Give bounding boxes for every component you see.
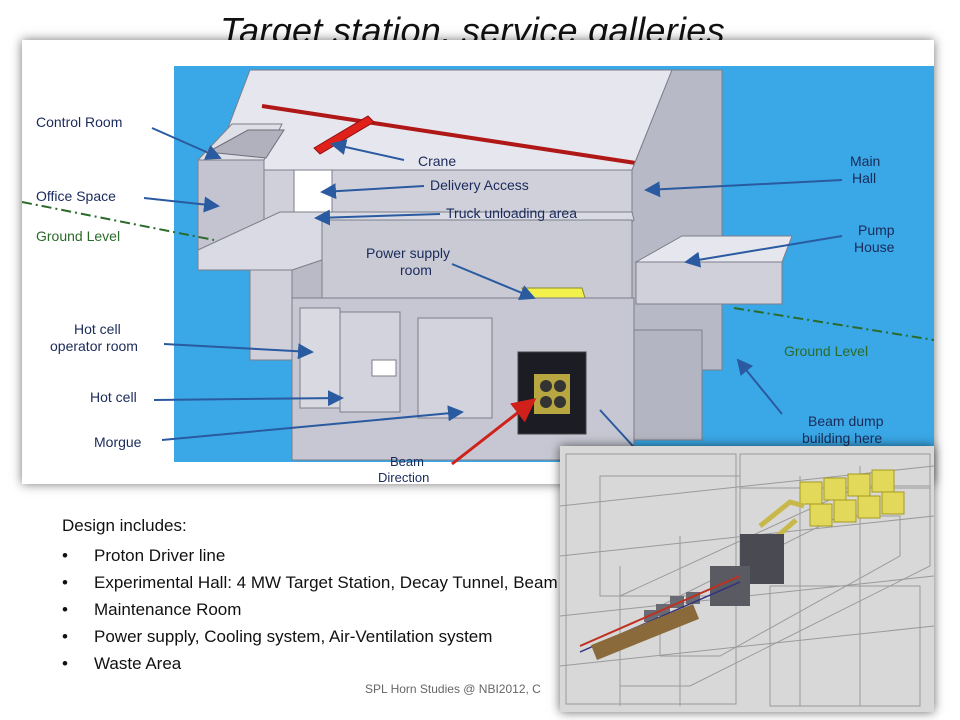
- label-ground-level-right: Ground Level: [784, 343, 868, 359]
- wireframe-model-drawing: [559, 446, 935, 712]
- wireframe-3d-inset: [559, 446, 935, 712]
- ground-level-line-right: [733, 307, 935, 341]
- beam-direction-arrow: [451, 398, 537, 466]
- design-item: Proton Driver line: [62, 542, 608, 569]
- label-truck-unloading: Truck unloading area: [446, 205, 577, 221]
- label-main-hall-1: Main: [850, 153, 880, 169]
- design-item: Experimental Hall: 4 MW Target Station, …: [62, 569, 608, 596]
- slide-footer: SPL Horn Studies @ NBI2012, C: [365, 682, 541, 696]
- label-beam-2: Direction: [378, 470, 429, 484]
- label-power-supply-2: room: [400, 262, 432, 278]
- label-main-hall-2: Hall: [852, 170, 876, 186]
- hot-cell-operator-room: [299, 307, 341, 409]
- label-beam-1: Beam: [390, 454, 424, 469]
- label-delivery-access: Delivery Access: [430, 177, 529, 193]
- pump-house: [635, 261, 783, 305]
- design-header: Design includes:: [62, 516, 187, 535]
- label-crane: Crane: [418, 153, 456, 169]
- crane-icon: [313, 115, 375, 155]
- design-item: Power supply, Cooling system, Air-Ventil…: [62, 623, 608, 650]
- label-power-supply-1: Power supply: [366, 245, 450, 261]
- label-hot-cell: Hot cell: [90, 389, 137, 405]
- label-ground-level-left: Ground Level: [36, 228, 120, 244]
- label-control-room: Control Room: [36, 114, 122, 130]
- label-hot-cell-operator-2: operator room: [50, 338, 138, 354]
- design-item: Waste Area: [62, 650, 608, 677]
- label-pump-house-1: Pump: [858, 222, 895, 238]
- label-beam-dump-2: building here: [802, 430, 882, 446]
- design-item: Maintenance Room: [62, 596, 608, 623]
- label-pump-house-2: House: [854, 239, 895, 255]
- ground-level-line-left: [21, 201, 215, 241]
- beam-dump-block: [633, 329, 703, 441]
- crane-rail: [261, 104, 643, 166]
- label-office-space: Office Space: [36, 188, 116, 204]
- design-list-block: Design includes: Proton Driver line Expe…: [62, 516, 608, 677]
- label-morgue: Morgue: [94, 434, 142, 450]
- label-hot-cell-operator-1: Hot cell: [74, 321, 121, 337]
- target-station-diagram: Control Room Office Space Ground Level H…: [21, 40, 935, 485]
- label-beam-dump-1: Beam dump: [808, 413, 884, 429]
- morgue-box: [417, 317, 493, 419]
- design-list: Proton Driver line Experimental Hall: 4 …: [62, 542, 608, 677]
- control-room-box: [206, 129, 285, 159]
- building-cutaway-drawing: Control Room Office Space Ground Level H…: [21, 40, 935, 485]
